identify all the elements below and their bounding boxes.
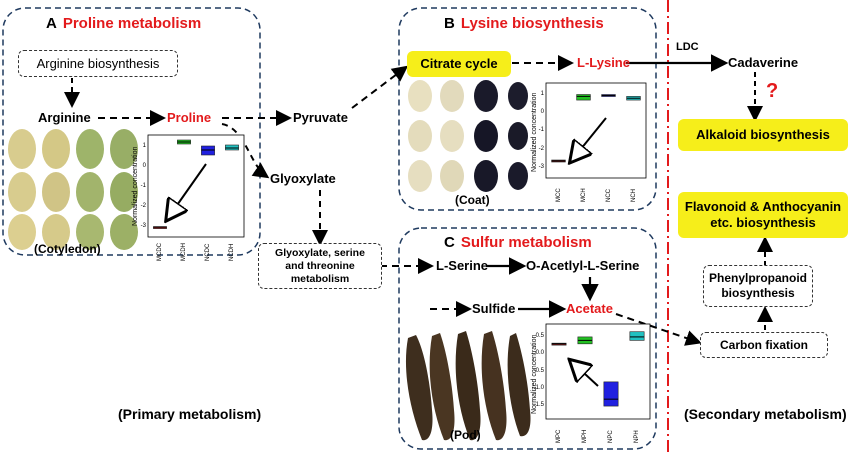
- section-primary: (Primary metabolism): [118, 406, 262, 422]
- cotyledon-images: [8, 129, 138, 250]
- node-acetate: Acetate: [566, 301, 613, 316]
- chart-c-xtick: MPH: [582, 429, 588, 443]
- chart-b-xtick: NCC: [605, 189, 612, 202]
- node-glyoxylate: Glyoxylate: [270, 171, 336, 186]
- node-sulfide: Sulfide: [472, 301, 516, 316]
- panel-b-letter: B: [444, 15, 455, 32]
- arrow-acetate-carbon: [615, 313, 702, 346]
- caption-cotyledon: (Cotyledon): [34, 242, 101, 256]
- chart-c-ytick: 0.5: [535, 332, 544, 339]
- chart-a-ytick: -3: [140, 223, 146, 229]
- chart-c-ytick: 0.0: [535, 350, 544, 357]
- section-secondary: (Secondary metabolism): [684, 406, 847, 422]
- chart-a-ytick: 0: [142, 163, 146, 169]
- panel-a-border: [2, 7, 261, 256]
- box-mch: [576, 94, 591, 101]
- chart-c-xtick: NPH: [634, 430, 640, 443]
- chart-b-ytick: 1: [540, 90, 544, 97]
- chart-c-ytick: -1.5: [533, 402, 544, 409]
- panel-a-letter: A: [46, 15, 57, 32]
- chart-b-plot: [551, 94, 641, 163]
- panel-a-name: Proline metabolism: [62, 15, 202, 32]
- caption-coat: (Coat): [455, 193, 490, 207]
- chart-a-frame: [147, 134, 245, 238]
- box-npc: [603, 381, 619, 407]
- chart-a-xtick: MCDH: [181, 243, 187, 261]
- chart-a-xtick: MCDC: [157, 243, 163, 261]
- chart-a-xtick: NCDC: [205, 243, 211, 261]
- chart-c-xtick: MPC: [556, 429, 562, 443]
- node-proline: Proline: [167, 110, 212, 125]
- panel-c-title: C Sulfur metabolism: [444, 234, 592, 251]
- highlight-arrow-c: [572, 362, 599, 387]
- chart-c-plot: [551, 331, 645, 407]
- chart-b-xtick: NCH: [630, 189, 637, 202]
- node-o-acetyl-serine: O-Acetlyl-L-Serine: [526, 258, 640, 273]
- panel-a-title: A Proline metabolism: [46, 15, 201, 32]
- chart-b-xtick: MCC: [555, 188, 562, 202]
- chart-a-xtick: NCDH: [229, 243, 235, 261]
- chart-a-ytick: -2: [140, 203, 146, 209]
- caption-pod: (Pod): [450, 428, 481, 442]
- question-mark: ?: [766, 80, 779, 102]
- arrow-pyruvate-citrate: [351, 65, 409, 109]
- pod-images: [405, 331, 531, 441]
- box-nph: [629, 331, 645, 341]
- chart-b-ytick: -3: [538, 164, 544, 171]
- panel-c-letter: C: [444, 234, 455, 251]
- panel-b-title: B Lysine biosynthesis: [444, 15, 604, 32]
- chart-b-ytick: 0: [540, 108, 544, 115]
- node-citrate-cycle: Citrate cycle: [407, 51, 511, 77]
- node-cadaverine: Cadaverine: [728, 55, 799, 70]
- node-arginine: Arginine: [38, 110, 91, 125]
- node-alkaloid: Alkaloid biosynthesis: [678, 119, 848, 151]
- node-l-serine: L-Serine: [436, 258, 489, 273]
- chart-b-xtick: MCH: [580, 188, 587, 202]
- chart-a-plot: [153, 139, 239, 229]
- seed-coat-images: [408, 80, 528, 192]
- chart-a-ytick: 1: [142, 143, 146, 149]
- panel-b-name: Lysine biosynthesis: [460, 15, 604, 32]
- node-glyoxylate-serine: Glyoxylate, serine and threonine metabol…: [258, 243, 382, 289]
- chart-b-ytick: -1: [538, 127, 544, 134]
- node-phenylpropanoid: Phenylpropanoid biosynthesis: [703, 265, 813, 307]
- highlight-arrow-b: [572, 117, 607, 160]
- arrow-proline-glyoxylate: [221, 123, 270, 179]
- node-pyruvate: Pyruvate: [293, 110, 348, 125]
- node-flavonoid: Flavonoid & Anthocyanin etc. biosynthesi…: [678, 192, 848, 238]
- chart-c-ytick: -0.5: [533, 367, 544, 374]
- chart-a-ytick: -1: [140, 183, 146, 189]
- node-l-lysine: L-Lysine: [577, 55, 630, 70]
- chart-c-ytick: -1.0: [533, 384, 544, 391]
- node-ldc: LDC: [676, 41, 699, 53]
- chart-b-ytick: -2: [538, 145, 544, 152]
- chart-c-xtick: NPC: [608, 430, 614, 443]
- panel-c-name: Sulfur metabolism: [460, 234, 592, 251]
- node-arginine-biosynthesis: Arginine biosynthesis: [18, 50, 178, 77]
- node-carbon-fixation: Carbon fixation: [700, 332, 828, 358]
- panel-c-border: [398, 227, 657, 450]
- highlight-arrow-a: [168, 163, 207, 218]
